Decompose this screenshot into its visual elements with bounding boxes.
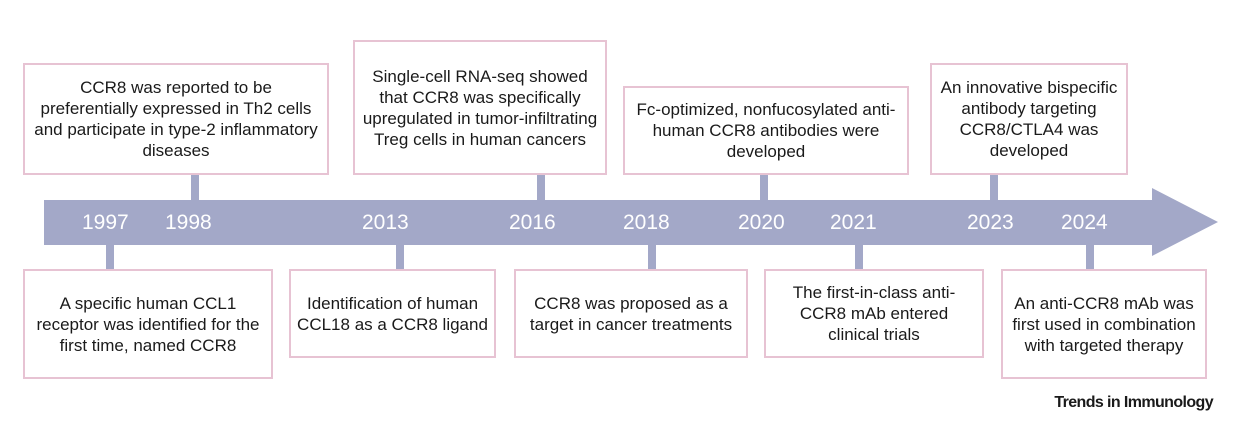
event-text: An innovative bispecific antibody target… xyxy=(940,78,1118,160)
year-label: 2018 xyxy=(623,211,670,234)
event-text: A specific human CCL1 receptor was ident… xyxy=(36,293,260,355)
year-label: 2024 xyxy=(1061,211,1108,234)
event-box-2018: CCR8 was proposed as a target in cancer … xyxy=(514,269,748,358)
connector-2023 xyxy=(990,174,998,202)
connector-2016 xyxy=(537,174,545,202)
timeline-arrow-shape xyxy=(44,188,1218,256)
year-label: 2023 xyxy=(967,211,1014,234)
event-box-1998: CCR8 was reported to be preferentially e… xyxy=(23,63,329,175)
event-text: Identification of human CCL18 as a CCR8 … xyxy=(297,293,488,334)
year-label: 2020 xyxy=(738,211,785,234)
event-box-2021: The first-in-class anti-CCR8 mAb entered… xyxy=(764,269,984,358)
year-label: 2021 xyxy=(830,211,877,234)
event-box-2024: An anti-CCR8 mAb was first used in combi… xyxy=(1001,269,1207,379)
event-box-2016: Single-cell RNA-seq showed that CCR8 was… xyxy=(353,40,607,175)
event-text: CCR8 was reported to be preferentially e… xyxy=(34,78,318,160)
event-text: Fc-optimized, nonfucosylated anti-human … xyxy=(636,100,896,161)
year-label: 1997 xyxy=(82,211,129,234)
event-text: The first-in-class anti-CCR8 mAb entered… xyxy=(792,283,956,344)
event-box-2013: Identification of human CCL18 as a CCR8 … xyxy=(289,269,496,358)
year-label: 1998 xyxy=(165,211,212,234)
year-label: 2013 xyxy=(362,211,409,234)
event-box-2023: An innovative bispecific antibody target… xyxy=(930,63,1128,175)
event-text: CCR8 was proposed as a target in cancer … xyxy=(529,293,733,334)
event-box-2020: Fc-optimized, nonfucosylated anti-human … xyxy=(623,86,909,175)
connector-2018 xyxy=(648,243,656,271)
connector-2013 xyxy=(396,243,404,271)
connector-1997 xyxy=(106,243,114,271)
journal-credit: Trends in Immunology xyxy=(1054,394,1213,411)
year-label: 2016 xyxy=(509,211,556,234)
connector-2024 xyxy=(1086,243,1094,271)
event-box-1997: A specific human CCL1 receptor was ident… xyxy=(23,269,273,379)
event-text: Single-cell RNA-seq showed that CCR8 was… xyxy=(362,66,598,149)
connector-2021 xyxy=(855,243,863,271)
connector-1998 xyxy=(191,174,199,202)
event-text: An anti-CCR8 mAb was first used in combi… xyxy=(1012,293,1196,355)
connector-2020 xyxy=(760,174,768,202)
